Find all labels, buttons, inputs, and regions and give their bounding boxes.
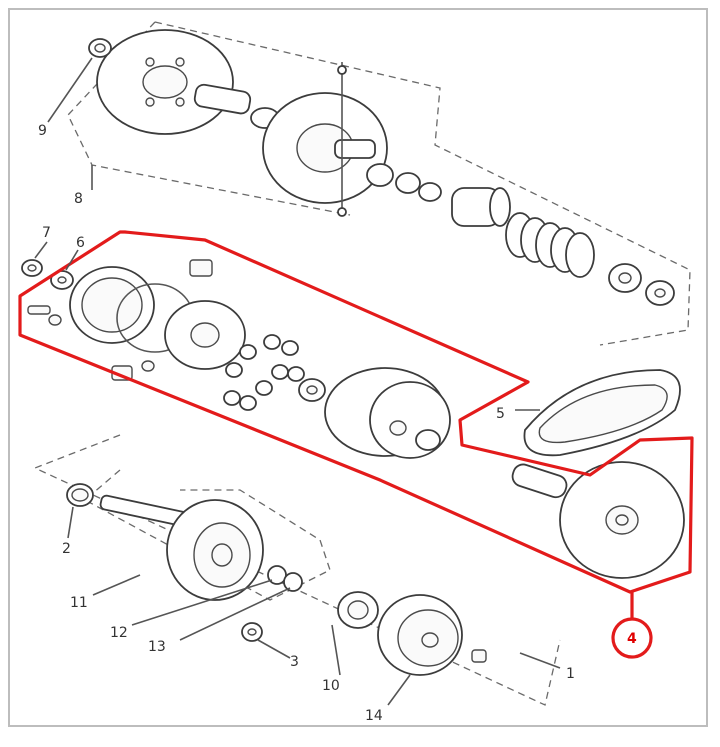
callout-2: 2 [62, 541, 71, 557]
movable-sheave [324, 367, 451, 459]
callout-3: 3 [290, 654, 299, 670]
callout-10: 10 [322, 678, 340, 694]
callout-7: 7 [42, 225, 51, 241]
clutch-shoes-14 [377, 594, 487, 676]
nut-3 [241, 622, 263, 642]
nut-7 [21, 259, 43, 277]
callout-12: 12 [110, 625, 128, 641]
callout-11: 11 [70, 595, 88, 611]
callout-4-circle [611, 617, 653, 659]
bearings-12-13 [267, 565, 303, 592]
leader-lines [34, 57, 561, 706]
spring [505, 212, 595, 278]
ramp-plate [111, 259, 246, 381]
seals [366, 163, 442, 202]
drive-pulley-face [262, 62, 388, 217]
bearing-10 [337, 591, 379, 629]
drive-belt-5 [523, 369, 681, 457]
driven-pulley [96, 29, 280, 135]
ring-2 [66, 483, 94, 507]
callout-14: 14 [365, 708, 383, 724]
callout-5: 5 [496, 406, 505, 422]
variator-cover [27, 266, 155, 344]
callout-1: 1 [566, 666, 575, 682]
bushing [511, 463, 568, 499]
clutch-housing [166, 499, 264, 601]
callout-13: 13 [148, 639, 166, 655]
callout-6: 6 [76, 235, 85, 251]
callout-9: 9 [38, 123, 47, 139]
fixed-sheave [559, 461, 685, 579]
callout-8: 8 [74, 191, 83, 207]
callout-4: 4 [627, 631, 637, 647]
highlight-group-4 [18, 230, 694, 594]
nut-9 [88, 38, 112, 58]
washers-upper-right [608, 263, 675, 306]
washer-center [298, 378, 326, 402]
collar [451, 187, 511, 227]
rollers [223, 334, 305, 411]
